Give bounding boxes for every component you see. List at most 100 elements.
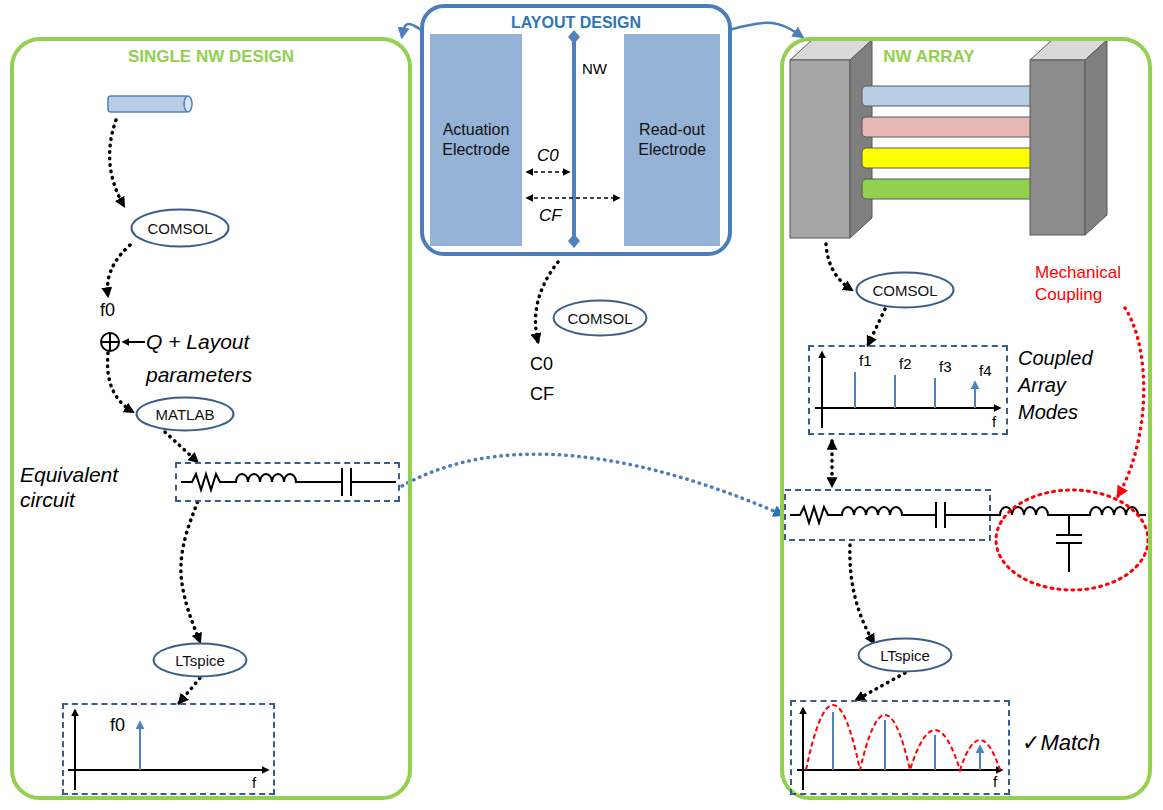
modes-plot xyxy=(821,352,823,428)
sum-symbol xyxy=(101,333,119,351)
flow-arrow xyxy=(165,432,198,462)
oval-outline xyxy=(132,210,229,247)
nanowire-figure xyxy=(108,96,192,112)
nw-array-figure xyxy=(1085,40,1107,235)
spectrum-plot xyxy=(139,722,141,770)
response-plot xyxy=(797,769,1002,771)
axis-label: f xyxy=(992,413,996,430)
spectrum-plot xyxy=(68,769,268,771)
modes-plot xyxy=(815,352,1000,428)
axis-label: f xyxy=(993,773,997,790)
layout-box: LAYOUT DESIGN Actuation Electrode Read-out… xyxy=(420,4,732,256)
electrode: Actuation Electrode xyxy=(430,34,522,246)
oval-outline xyxy=(137,398,234,431)
node-text: Coupled Array Modes xyxy=(1018,345,1118,426)
nw-array-figure xyxy=(862,86,1040,106)
nanowire-figure xyxy=(184,96,192,112)
capacitance-label: C0 xyxy=(530,354,553,375)
node-text: SINGLE NW DESIGN xyxy=(14,47,408,67)
spectrum-plot xyxy=(74,710,76,790)
flow-arrow xyxy=(826,244,852,290)
capacitance-label: CF xyxy=(530,384,554,405)
node-text: f3 xyxy=(939,358,952,375)
response-plot xyxy=(797,705,1002,790)
capacitance-label: C0 xyxy=(537,146,559,166)
flow-arrow-blue xyxy=(732,23,802,37)
response-plot xyxy=(806,705,1000,770)
nw-array-figure xyxy=(862,179,1040,199)
modes-box: f1f2f3f4Coupled Array Modes xyxy=(808,345,1008,435)
flow-arrow xyxy=(856,673,905,700)
tool-name: MATLAB xyxy=(156,406,215,423)
rlc-circuit xyxy=(181,468,396,496)
input-note: Q + Layout parameters xyxy=(146,325,276,391)
nw-array-figure xyxy=(862,148,1040,168)
tool-name: LTspice xyxy=(175,652,225,669)
node-text: f2 xyxy=(899,355,912,372)
coupled-circuit xyxy=(785,490,1148,590)
coupling-note: Mechanical Coupling xyxy=(1035,262,1147,306)
coupled-circuit xyxy=(996,490,1148,590)
tool-name: COMSOL xyxy=(567,310,632,327)
node-text: f4 xyxy=(979,362,992,379)
spectrum-box: f0 xyxy=(62,703,275,795)
tool-oval: COMSOL xyxy=(130,208,230,248)
sum-symbol xyxy=(123,341,145,343)
tool-name: COMSOL xyxy=(872,282,937,299)
sum-symbol xyxy=(101,333,119,351)
circuit-box: Equivalent circuit xyxy=(175,462,400,502)
spectrum-plot xyxy=(68,710,268,790)
design-panel: NW ARRAY COMSOL f1 f2 f3 f4 Coupled Array Mode… xyxy=(780,37,1152,800)
nw-array-figure xyxy=(862,117,1040,137)
nanowire-figure xyxy=(108,96,188,112)
node-text: ✓Match xyxy=(1022,730,1100,756)
nw-array-figure xyxy=(850,40,872,238)
axis-label: f xyxy=(252,774,256,791)
flow-arrow xyxy=(830,441,834,486)
node-text: Read-out Electrode xyxy=(624,120,720,160)
rlc-circuit xyxy=(181,468,396,496)
flow-arrow xyxy=(868,309,885,345)
part-label: NW xyxy=(582,60,607,77)
node-text: NW ARRAY xyxy=(874,47,984,67)
tool-oval: LTspice xyxy=(857,637,953,673)
oval-outline xyxy=(154,644,247,677)
modes-plot xyxy=(815,407,1000,409)
gap-dimension xyxy=(527,197,619,198)
flow-arrow xyxy=(181,502,200,642)
response-plot xyxy=(833,712,980,770)
tool-oval: LTspice xyxy=(152,642,248,678)
gap-dimension xyxy=(527,172,619,198)
nanowire-line xyxy=(568,30,580,248)
tool-name: COMSOL xyxy=(147,220,212,237)
electrode: Read-out Electrode xyxy=(624,34,720,246)
flow-arrow xyxy=(179,678,200,703)
node-text: f1 xyxy=(859,352,872,369)
tool-name: LTspice xyxy=(880,647,930,664)
nanowire-line xyxy=(568,234,580,248)
flow-arrow xyxy=(536,262,559,342)
nw-array-figure xyxy=(1030,60,1085,235)
node-text: f0 xyxy=(110,715,125,736)
gap-dimension xyxy=(527,171,569,172)
modes-plot xyxy=(855,372,975,408)
capacitance-label: CF xyxy=(539,206,562,226)
tool-oval: COMSOL xyxy=(855,271,955,309)
nw-array-figure xyxy=(790,60,850,238)
tool-oval: COMSOL xyxy=(552,299,648,337)
oval-outline xyxy=(857,273,954,308)
tool-oval: MATLAB xyxy=(135,396,235,432)
flow-arrow xyxy=(107,245,130,296)
oval-outline xyxy=(859,639,952,672)
circuit-transfer-arrow xyxy=(402,454,783,515)
nanowire-line xyxy=(572,36,576,242)
nanowire-line xyxy=(568,30,580,44)
sum-symbol xyxy=(101,333,145,351)
design-panel: SINGLE NW DESIGN COMSOL MATLAB Equivalent c… xyxy=(10,37,412,800)
flow-arrow xyxy=(110,120,124,206)
coupled-circuit xyxy=(790,502,1146,572)
nw-array-figure xyxy=(790,40,1107,238)
node-text: LAYOUT DESIGN xyxy=(424,14,728,32)
flow-arrow xyxy=(108,353,133,412)
coupling-arrow xyxy=(1118,308,1144,496)
